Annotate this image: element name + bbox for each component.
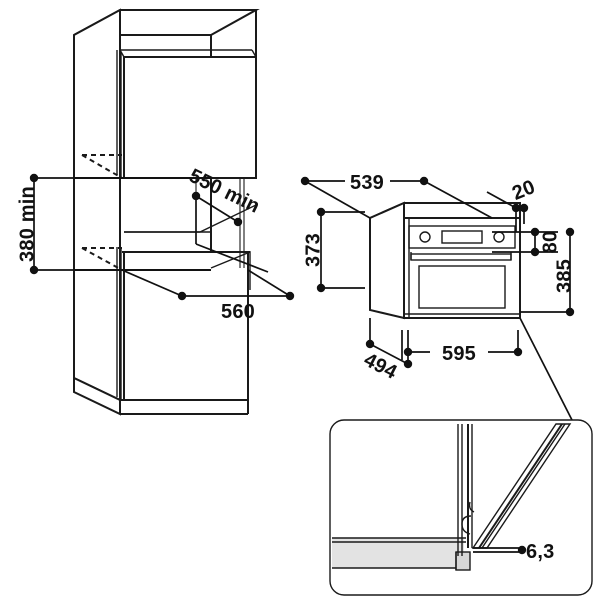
dim-6-3-label: 6,3 — [526, 541, 554, 563]
oven-top-face — [370, 203, 520, 218]
cabinet-plinth-left — [74, 378, 120, 414]
oven-right-knob-icon[interactable] — [493, 231, 505, 243]
dim-20-leader — [486, 191, 517, 209]
dim-373-dot-bottom — [316, 283, 326, 293]
dim-80-label: 80 — [539, 231, 561, 254]
dim-560-dot-right — [285, 291, 295, 301]
detail-door-inner-line — [478, 423, 563, 549]
dimension-560: 560 — [121, 269, 295, 323]
dim-560-dot-left — [177, 291, 187, 301]
oven-left-side-face — [370, 203, 404, 318]
detail-door-inner-line-b — [481, 423, 566, 549]
dimension-539: 539 — [300, 172, 493, 219]
dim-550-extension-diagonal — [195, 243, 269, 273]
dim-595-label: 595 — [442, 343, 476, 365]
dim-550-measure-line — [195, 195, 239, 223]
dimension-80: 80 — [492, 227, 561, 257]
dim-560-label: 560 — [221, 301, 255, 323]
oven-door-handle[interactable] — [410, 253, 512, 261]
dim-385-label: 385 — [553, 259, 575, 293]
dim-6-3-dot — [517, 545, 527, 555]
cabinet-lower-door-panel — [124, 252, 248, 400]
dimension-595: 595 — [401, 330, 523, 365]
detail-floor-shade — [332, 538, 464, 568]
dim-560-extension-right — [247, 269, 291, 297]
dim-560-extension-left — [121, 269, 183, 297]
dim-550-dot-start — [191, 191, 201, 201]
dimension-6-3: 6,3 — [473, 541, 554, 563]
cabinet-left-side-face — [74, 10, 120, 400]
cabinet-shelf-side-plane — [210, 250, 251, 290]
oven-door-window — [418, 265, 506, 309]
detail-door-seal-nub — [461, 515, 472, 535]
dim-380-dot-top — [29, 173, 39, 183]
cabinet-upper-door-panel — [124, 57, 256, 178]
dim-550-dot-end — [233, 217, 243, 227]
dimension-385: 385 — [520, 227, 575, 317]
dim-385-dot-top — [565, 227, 575, 237]
dim-373-dot-top — [316, 207, 326, 217]
dim-380-min-label: 380 min — [16, 186, 38, 262]
dimension-373: 373 — [302, 207, 365, 293]
detail-door-seal-nub-b — [468, 501, 475, 513]
dim-539-leader-right — [423, 180, 493, 219]
cabinet-upper-door-top-sliver — [119, 49, 256, 58]
dim-494-dot-start — [365, 339, 375, 349]
cabinet-hidden-line-upper-diagonal — [81, 154, 123, 179]
cabinet-view — [73, 8, 260, 416]
dim-494-measure-line — [369, 343, 409, 365]
dim-539-label: 539 — [350, 172, 384, 194]
dim-80-dot-top — [530, 227, 540, 237]
detail-view: 6,3 — [329, 419, 593, 596]
cabinet-hidden-line-lower-diagonal — [81, 247, 123, 271]
dim-380-dot-bottom — [29, 265, 39, 275]
dim-373-label: 373 — [302, 233, 324, 267]
detail-callout-leader — [519, 317, 573, 421]
cabinet-upper-door-top-right — [251, 49, 257, 58]
dim-80-dot-bottom — [530, 247, 540, 257]
oven-display-panel — [441, 230, 483, 244]
oven-left-knob-icon[interactable] — [419, 231, 431, 243]
oven-view — [369, 201, 521, 320]
